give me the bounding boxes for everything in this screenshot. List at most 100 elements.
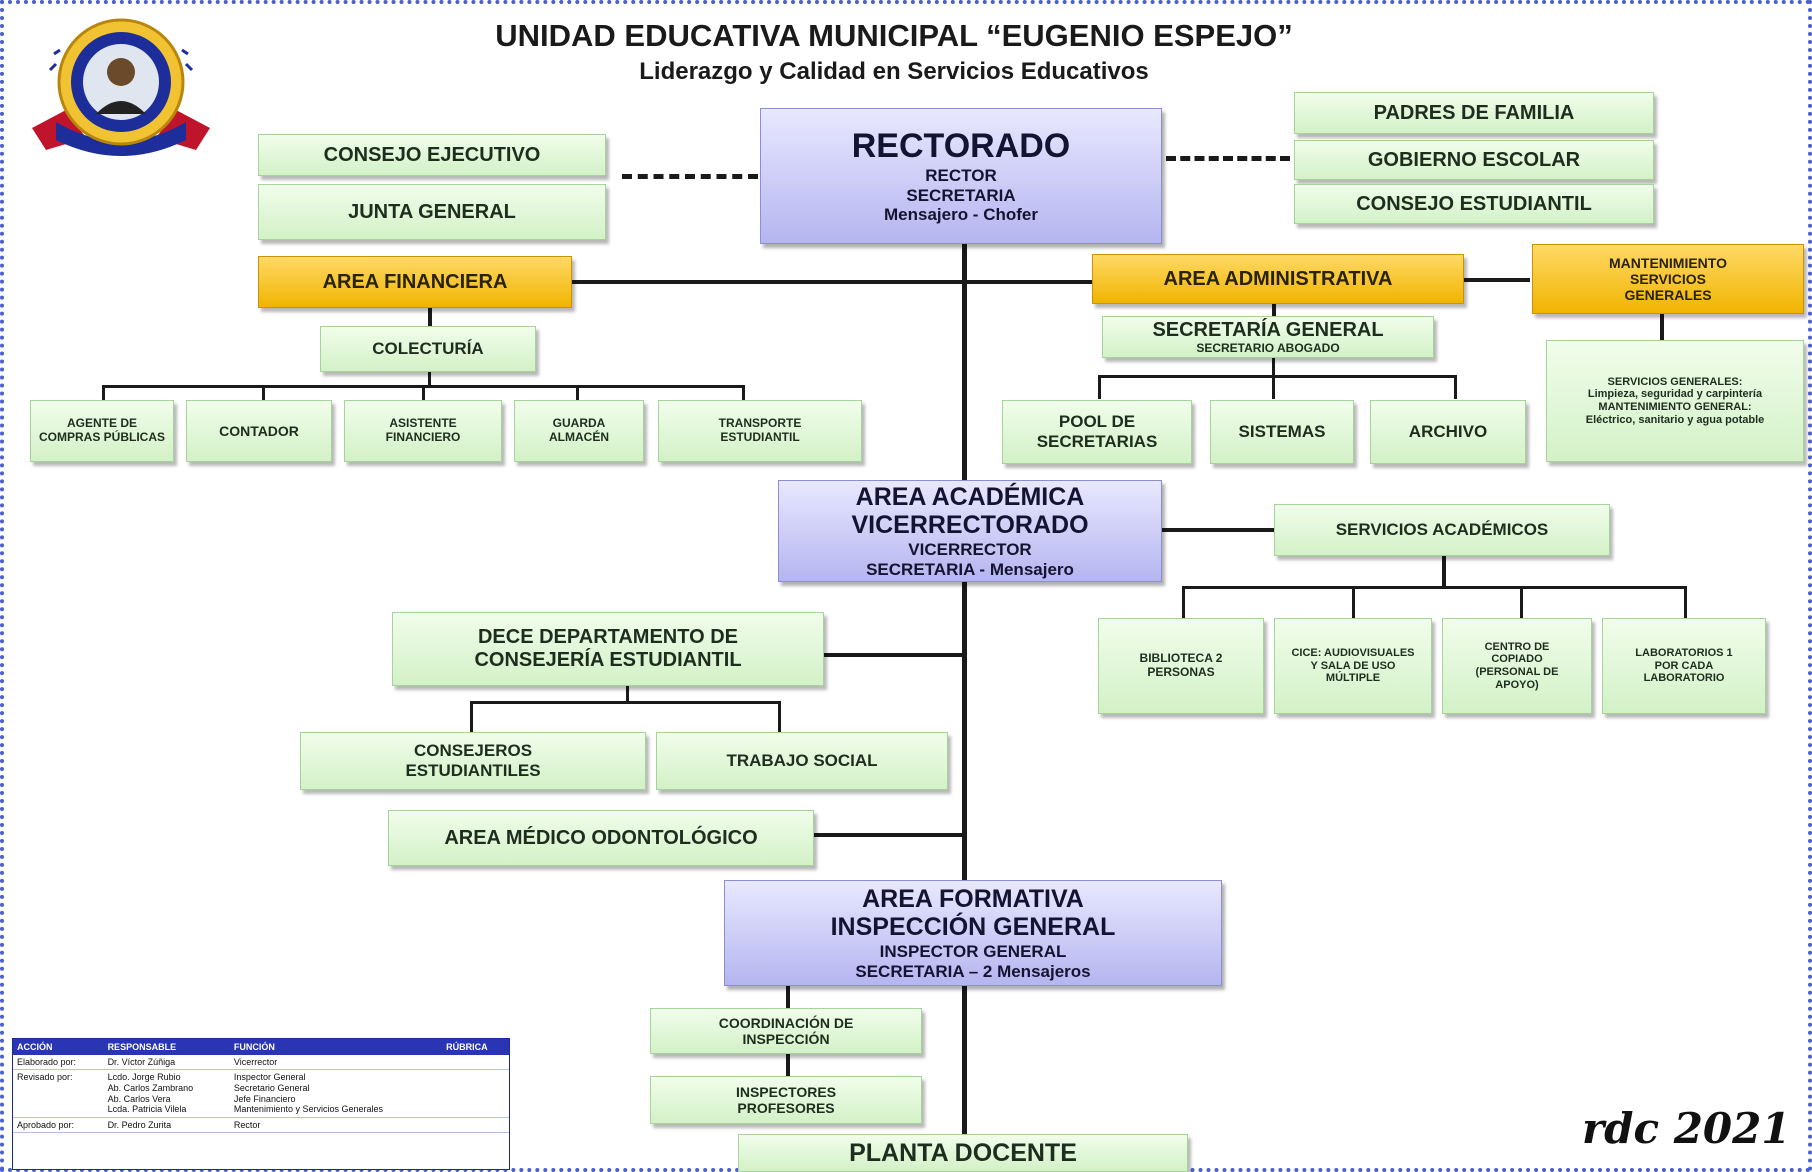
connector-fin-unit-1 [102, 385, 105, 401]
dece-unit-consejeros: CONSEJEROS ESTUDIANTILES [300, 732, 646, 790]
connector-servicios-units-bar [1182, 586, 1686, 589]
connector-spine-dece [822, 653, 964, 657]
serv-unit-copiado: CENTRO DE COPIADO (PERSONAL DE APOYO) [1442, 618, 1592, 714]
approval-responsable-line: Ab. Carlos Zambrano [107, 1082, 194, 1093]
mantenimiento-box: MANTENIMIENTO SERVICIOS GENERALES [1532, 244, 1804, 314]
approval-table: ACCIÓN RESPONSABLE FUNCIÓN RÚBRICA Elabo… [12, 1038, 510, 1170]
secretaria-general-title: SECRETARÍA GENERAL [1152, 318, 1384, 341]
connector-academica-servicios [1158, 528, 1274, 532]
formativa-unit-inspectores: INSPECTORES PROFESORES [650, 1076, 922, 1124]
approval-cell-accion: Aprobado por: [13, 1117, 104, 1134]
approval-funcion-line: Inspector General [233, 1072, 306, 1082]
approval-funcion-line: Mantenimiento y Servicios Generales [233, 1104, 383, 1115]
connector-secgen-down [1272, 358, 1275, 376]
connector-admin-unit-2 [1272, 375, 1275, 399]
connector-fin-unit-2 [262, 385, 265, 401]
dece-box: DECE DEPARTAMENTO DE CONSEJERÍA ESTUDIAN… [392, 612, 824, 686]
connector-admin-maint [1464, 278, 1530, 282]
connector-servicios-down [1442, 556, 1446, 586]
approval-responsable-line: Lcdo. Jorge Rubio [107, 1072, 181, 1082]
servicios-academicos-box: SERVICIOS ACADÉMICOS [1274, 504, 1610, 556]
connector-fin-unit-5 [742, 385, 745, 401]
approval-funcion-line: Jefe Financiero [233, 1093, 296, 1104]
approval-cell-funcion: Rector [229, 1117, 443, 1134]
rectorado-line-2: SECRETARIA [906, 185, 1016, 205]
admin-unit-sistemas: SISTEMAS [1210, 400, 1354, 464]
approval-cell-accion: Revisado por: [13, 1069, 104, 1119]
rectorado-line-1: RECTOR [925, 166, 997, 186]
approval-cell-rubrica [442, 1117, 509, 1134]
academica-title-2: VICERRECTORADO [851, 511, 1089, 540]
secretaria-general-sub: SECRETARIO ABOGADO [1196, 340, 1340, 355]
approval-header-accion: ACCIÓN [13, 1039, 104, 1055]
academica-line-2: SECRETARIA - Mensajero [866, 559, 1074, 579]
area-financiera-box: AREA FINANCIERA [258, 256, 572, 308]
rectorado-line-3: Mensajero - Chofer [884, 205, 1038, 225]
approval-row: Elaborado por: Dr. Víctor Zúñiga Vicerre… [13, 1055, 509, 1070]
connector-main-spine [962, 244, 967, 1134]
admin-unit-pool-secretarias: POOL DE SECRETARIAS [1002, 400, 1192, 464]
formativa-title-2: INSPECCIÓN GENERAL [830, 913, 1116, 942]
planta-docente-box: PLANTA DOCENTE [738, 1134, 1188, 1172]
fin-unit-compras: AGENTE DE COMPRAS PÚBLICAS [30, 400, 174, 462]
fin-unit-guarda-almacen: GUARDA ALMACÉN [514, 400, 644, 462]
connector-areas-horizontal [572, 280, 1092, 284]
gobierno-escolar-box: GOBIERNO ESCOLAR [1294, 140, 1654, 180]
secretaria-general-box: SECRETARÍA GENERAL SECRETARIO ABOGADO [1102, 316, 1434, 358]
approval-funcion-line: Secretario General [233, 1082, 310, 1093]
author-signature: rdc 2021 [1582, 1104, 1791, 1153]
approval-cell-responsable: Lcdo. Jorge Rubio Ab. Carlos Zambrano Ab… [103, 1069, 230, 1119]
area-administrativa-box: AREA ADMINISTRATIVA [1092, 254, 1464, 304]
admin-unit-archivo: ARCHIVO [1370, 400, 1526, 464]
fin-unit-transporte: TRANSPORTE ESTUDIANTIL [658, 400, 862, 462]
connector-fin-unit-3 [422, 385, 425, 401]
mant-detail-line-2: Limpieza, seguridad y carpintería [1587, 388, 1763, 401]
approval-row: Aprobado por: Dr. Pedro Zurita Rector [13, 1117, 509, 1134]
area-formativa-box: AREA FORMATIVA INSPECCIÓN GENERAL INSPEC… [724, 880, 1222, 986]
rectorado-box: RECTORADO RECTOR SECRETARIA Mensajero - … [760, 108, 1162, 244]
serv-unit-biblioteca: BIBLIOTECA 2 PERSONAS [1098, 618, 1264, 714]
approval-row: Revisado por: Lcdo. Jorge Rubio Ab. Carl… [13, 1069, 509, 1119]
formativa-line-1: INSPECTOR GENERAL [879, 942, 1067, 962]
approval-cell-responsable: Dr. Pedro Zurita [103, 1117, 230, 1134]
rectorado-title: RECTORADO [851, 127, 1071, 166]
connector-fin-unit-4 [576, 385, 579, 401]
academica-title-1: AREA ACADÉMICA [855, 482, 1085, 511]
connector-dashed-right [1166, 156, 1290, 161]
connector-serv-unit-4 [1684, 586, 1687, 618]
mant-detail-line-3: MANTENIMIENTO GENERAL: [1598, 401, 1752, 413]
school-seal-logo [32, 18, 210, 156]
connector-admin-unit-3 [1454, 375, 1457, 399]
serv-unit-laboratorios: LABORATORIOS 1 POR CADA LABORATORIO [1602, 618, 1766, 714]
approval-cell-rubrica [442, 1069, 509, 1119]
padres-familia-box: PADRES DE FAMILIA [1294, 92, 1654, 134]
medico-odontologico-box: AREA MÉDICO ODONTOLÓGICO [388, 810, 814, 866]
fin-unit-contador: CONTADOR [186, 400, 332, 462]
connector-serv-unit-1 [1182, 586, 1185, 618]
chart-subtitle: Liderazgo y Calidad en Servicios Educati… [639, 58, 1149, 85]
junta-general-box: JUNTA GENERAL [258, 184, 606, 240]
connector-admin-secgen [1272, 304, 1276, 318]
connector-dece-units-bar [470, 701, 780, 704]
connector-admin-unit-1 [1098, 375, 1101, 399]
formativa-title-1: AREA FORMATIVA [862, 884, 1084, 913]
mant-detail-line-4: Eléctrico, sanitario y agua potable [1585, 413, 1765, 426]
connector-dece-down [626, 686, 629, 702]
connector-spine-medico [814, 833, 964, 837]
approval-cell-responsable: Dr. Víctor Zúñiga [103, 1055, 230, 1070]
connector-serv-unit-2 [1352, 586, 1355, 618]
connector-colecturia-down [428, 370, 431, 386]
connector-admin-units-bar [1098, 375, 1456, 378]
connector-maint-detail [1660, 312, 1664, 342]
approval-cell-rubrica [442, 1055, 509, 1070]
approval-header-funcion: FUNCIÓN [229, 1039, 443, 1055]
approval-header-responsable: RESPONSABLE [103, 1039, 230, 1055]
approval-cell-funcion: Vicerrector [229, 1055, 443, 1070]
connector-fin-colecturia [428, 308, 432, 326]
formativa-line-2: SECRETARIA – 2 Mensajeros [855, 961, 1091, 981]
connector-serv-unit-3 [1520, 586, 1523, 618]
approval-responsable-line: Lcda. Patricia Vilela [107, 1104, 187, 1115]
chart-title: UNIDAD EDUCATIVA MUNICIPAL “EUGENIO ESPE… [495, 18, 1293, 53]
mant-detail-line-1: SERVICIOS GENERALES: [1607, 375, 1743, 388]
